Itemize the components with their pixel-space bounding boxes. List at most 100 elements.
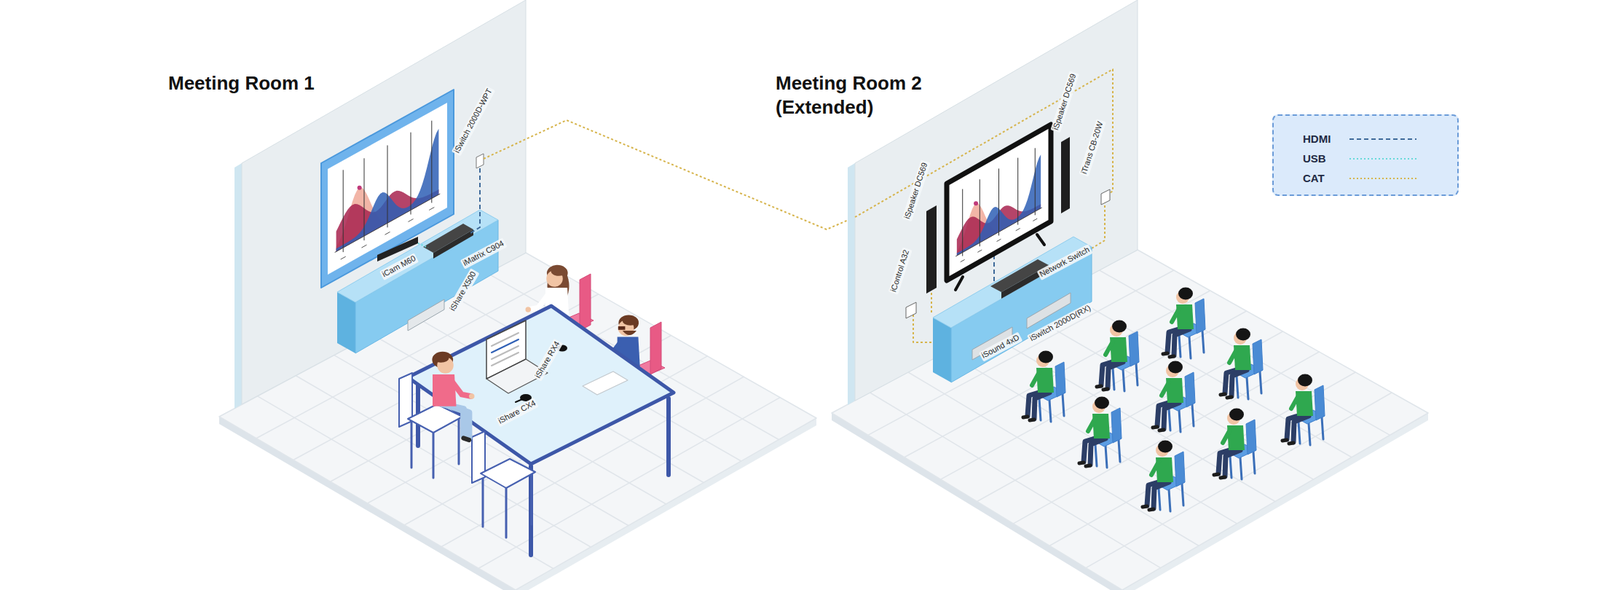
chart-tick <box>408 219 413 223</box>
person-hair <box>1235 328 1251 341</box>
share-device <box>407 299 445 331</box>
cat-wire <box>1091 201 1105 249</box>
chair-leg <box>1202 330 1204 353</box>
chair-leg <box>1230 455 1232 478</box>
chair-leg <box>1189 336 1191 359</box>
person-shoe <box>463 438 470 441</box>
floor-tile-line <box>1023 310 1314 480</box>
chair-back <box>1184 372 1196 408</box>
person-hair <box>1168 361 1183 374</box>
cabinet-side <box>932 317 952 383</box>
chair-leg <box>1179 335 1181 357</box>
device-label: iTrans CB-20W <box>1078 118 1106 177</box>
device-label: iSwitch 2000D-WPT <box>451 85 496 157</box>
laptop-screen-line <box>491 345 519 360</box>
wall-plate <box>476 153 484 169</box>
chair-leg <box>1240 457 1242 480</box>
chair-leg <box>482 477 485 527</box>
legend-label: HDMI <box>1302 131 1331 147</box>
chairs <box>399 372 536 538</box>
legend-line-sample <box>1348 174 1418 183</box>
chart-gridline <box>1017 158 1019 225</box>
device-label: iShare X500 <box>447 268 480 315</box>
audience-member <box>1079 396 1122 469</box>
chair-leg <box>1039 398 1041 421</box>
person-shoe <box>1169 356 1174 357</box>
chair-leg <box>1122 369 1125 392</box>
chair-back <box>1111 407 1122 443</box>
chart-gridline <box>1034 148 1036 215</box>
speaker-bar <box>926 205 937 294</box>
person-hair <box>1157 440 1173 453</box>
chair-leg <box>1105 445 1107 468</box>
person-shoe <box>1142 506 1148 507</box>
floor-tile-line <box>1099 270 1391 435</box>
table-leg <box>528 466 534 555</box>
chart-tick <box>960 259 965 263</box>
device-label: iMatrix C904 <box>460 237 508 269</box>
audience-member <box>1142 440 1185 512</box>
person-shoe <box>1096 385 1102 387</box>
legend-entry: HDMI <box>1273 131 1458 147</box>
chart-marker <box>357 185 362 191</box>
audience-member <box>1163 287 1206 360</box>
device-label: iSwitch 2000D(RX) <box>1026 302 1094 345</box>
floor-tile-line <box>1049 372 1356 546</box>
chair-back <box>579 273 591 331</box>
chair-back <box>1314 385 1325 421</box>
chair-leg <box>1168 408 1171 431</box>
chair-back <box>1195 298 1206 334</box>
audience-member <box>1282 374 1325 446</box>
table-leg <box>666 398 671 475</box>
chart-marker <box>973 201 979 206</box>
person-leg <box>1293 415 1309 443</box>
person-leg <box>447 405 470 439</box>
person-arm <box>1151 461 1159 475</box>
audience-member <box>1214 408 1257 480</box>
laptop-closed <box>582 371 628 395</box>
tv-stand <box>1037 234 1045 245</box>
chart-tick <box>361 244 367 248</box>
device-front <box>407 299 445 331</box>
chart-tick <box>385 232 390 236</box>
chair-leg <box>1118 439 1121 462</box>
laptop-screen-line <box>491 332 519 346</box>
floor-tile-line <box>1061 290 1352 458</box>
room-title: Meeting Room 1 <box>168 71 358 96</box>
legend-entry: USB <box>1273 151 1458 167</box>
matrix-device <box>423 223 474 259</box>
device-label: iCam M60 <box>379 252 419 281</box>
chair-back <box>650 321 662 375</box>
person-glasses <box>618 326 626 330</box>
cat-wire <box>913 314 933 343</box>
person-hand <box>525 306 532 313</box>
person-arm <box>1088 418 1096 432</box>
floor-tile-line <box>1013 351 1319 524</box>
usb-wire <box>418 243 429 248</box>
audience-member <box>1096 320 1140 392</box>
chair-leg <box>432 432 435 478</box>
chair-leg <box>1259 371 1262 394</box>
audience-member <box>1023 351 1066 423</box>
chair-leg <box>1298 421 1300 444</box>
person-shoe <box>1220 393 1225 395</box>
cat-wire <box>483 120 855 230</box>
person-leg <box>1153 482 1169 509</box>
chair-leg <box>1321 417 1324 440</box>
chair-back <box>1128 331 1140 367</box>
person-shoe <box>1079 462 1084 464</box>
person-hair <box>432 353 450 363</box>
button-cable <box>515 397 526 403</box>
chair-leg <box>1095 444 1097 467</box>
chair-leg <box>530 474 534 525</box>
network-switch-device <box>990 259 1049 299</box>
legend-label: USB <box>1302 151 1327 167</box>
device-label: iControl A32 <box>888 246 913 295</box>
person-shoe <box>1220 477 1225 478</box>
person-shoe <box>1149 509 1154 510</box>
wall-edge <box>234 163 242 409</box>
person-arm <box>450 380 472 397</box>
laptop-screen-line <box>491 339 519 353</box>
